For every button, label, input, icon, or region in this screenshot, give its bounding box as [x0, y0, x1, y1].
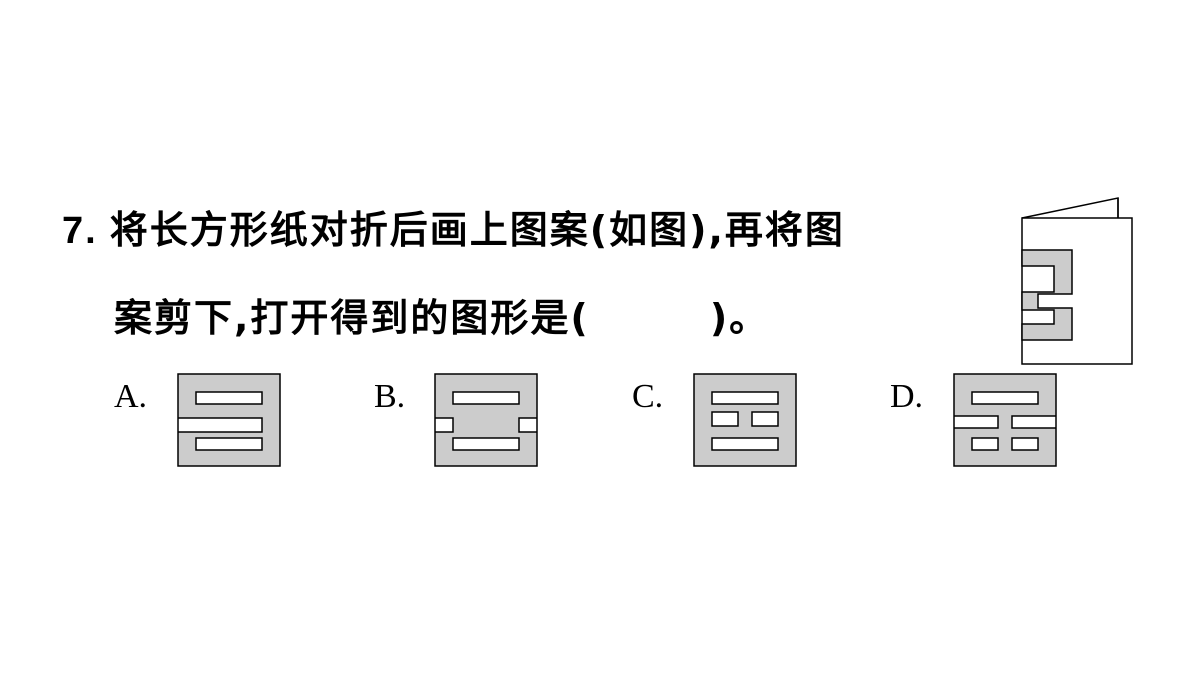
question-text-3: )。: [709, 296, 770, 340]
folded-paper-figure: [1021, 197, 1133, 365]
option-a-shape[interactable]: [176, 372, 282, 468]
option-a-label[interactable]: A.: [114, 378, 148, 415]
option-c-label[interactable]: C.: [632, 378, 664, 415]
question-line-2: 案剪下,打开得到的图形是( )。: [114, 299, 769, 337]
option-b-label[interactable]: B.: [374, 378, 406, 415]
half-pattern: [1021, 249, 1073, 341]
option-d-shape[interactable]: [952, 372, 1058, 468]
question-number: 7.: [62, 210, 98, 252]
option-c-shape[interactable]: [692, 372, 798, 468]
option-b-shape[interactable]: [433, 372, 539, 468]
question-line-1: 7. 将长方形纸对折后画上图案(如图),再将图: [62, 211, 845, 250]
question-text-1: 将长方形纸对折后画上图案(如图),再将图: [109, 208, 845, 252]
paper-back-flap: [1021, 197, 1119, 221]
paper-front: [1021, 217, 1133, 365]
question-text-2: 案剪下,打开得到的图形是(: [114, 296, 590, 340]
option-d-label[interactable]: D.: [890, 378, 924, 415]
